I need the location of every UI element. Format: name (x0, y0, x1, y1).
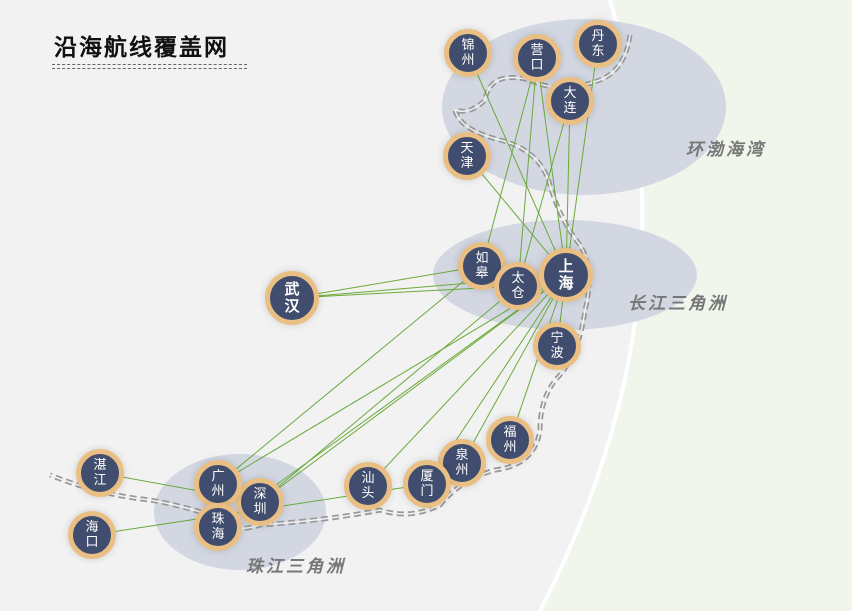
city-node-jinzhou[interactable]: 锦州 (444, 29, 492, 77)
city-label: 如皋 (475, 251, 489, 281)
city-label: 珠海 (211, 512, 225, 542)
city-label: 上海 (558, 257, 574, 292)
city-label: 海口 (85, 520, 99, 550)
route-yingkou-taicang[interactable] (517, 57, 538, 287)
route-taicang-shenzhen[interactable] (259, 285, 519, 503)
route-rugao-guangzhou[interactable] (217, 265, 483, 485)
city-label: 泉州 (455, 448, 469, 478)
page-title: 沿海航线覆盖网 (54, 34, 229, 61)
city-node-dandong[interactable]: 丹东 (574, 20, 622, 68)
route-yingkou-rugao[interactable] (481, 57, 538, 267)
city-label: 厦门 (420, 469, 434, 499)
route-shanghai-guangzhou[interactable] (217, 274, 567, 485)
city-node-shantou[interactable]: 汕头 (344, 462, 392, 510)
city-label: 福州 (503, 425, 517, 455)
city-node-wuhan[interactable]: 武汉 (265, 271, 319, 325)
city-node-taicang[interactable]: 太仓 (494, 262, 542, 310)
city-label: 汕头 (361, 471, 375, 501)
route-shanghai-shenzhen[interactable] (259, 274, 567, 503)
route-shanghai-jinzhou[interactable] (467, 52, 567, 276)
route-dalian-taicang[interactable] (517, 100, 571, 287)
routes (91, 43, 599, 536)
city-node-fuzhou[interactable]: 福州 (486, 416, 534, 464)
city-label: 湛江 (93, 458, 107, 488)
region-label-yangtze: 长江三角洲 (628, 294, 728, 314)
route-shanghai-shantou[interactable] (367, 274, 567, 487)
city-node-shenzhen[interactable]: 深圳 (236, 478, 284, 526)
city-node-dalian[interactable]: 大连 (546, 77, 594, 125)
route-shanghai-dalian[interactable] (565, 100, 571, 276)
city-label: 锦州 (461, 38, 475, 68)
city-node-guangzhou[interactable]: 广州 (194, 460, 242, 508)
city-label: 大连 (563, 86, 577, 116)
region-label-pearl: 珠江三角洲 (246, 557, 346, 577)
city-node-xiamen[interactable]: 厦门 (403, 460, 451, 508)
city-label: 广州 (211, 469, 225, 499)
city-label: 深圳 (253, 487, 267, 517)
route-shanghai-dandong[interactable] (565, 43, 599, 276)
city-node-yingkou[interactable]: 营口 (513, 34, 561, 82)
city-node-zhanjiang[interactable]: 湛江 (76, 449, 124, 497)
city-label: 天津 (460, 141, 474, 171)
city-node-shanghai[interactable]: 上海 (539, 248, 593, 302)
title-underline (52, 64, 247, 69)
route-wuhan-rugao[interactable] (291, 265, 483, 299)
city-node-ningbo[interactable]: 宁波 (533, 322, 581, 370)
city-label: 丹东 (591, 29, 605, 59)
city-label: 武汉 (284, 280, 300, 315)
route-shanghai-quanzhou[interactable] (461, 274, 567, 464)
city-node-haikou[interactable]: 海口 (68, 511, 116, 559)
land-area (540, 0, 852, 611)
city-label: 太仓 (511, 271, 525, 301)
city-label: 营口 (530, 43, 544, 73)
region-label-bohai: 环渤海湾 (686, 140, 766, 160)
city-node-zhuhai[interactable]: 珠海 (194, 503, 242, 551)
city-label: 宁波 (550, 331, 564, 361)
city-node-tianjin[interactable]: 天津 (443, 132, 491, 180)
